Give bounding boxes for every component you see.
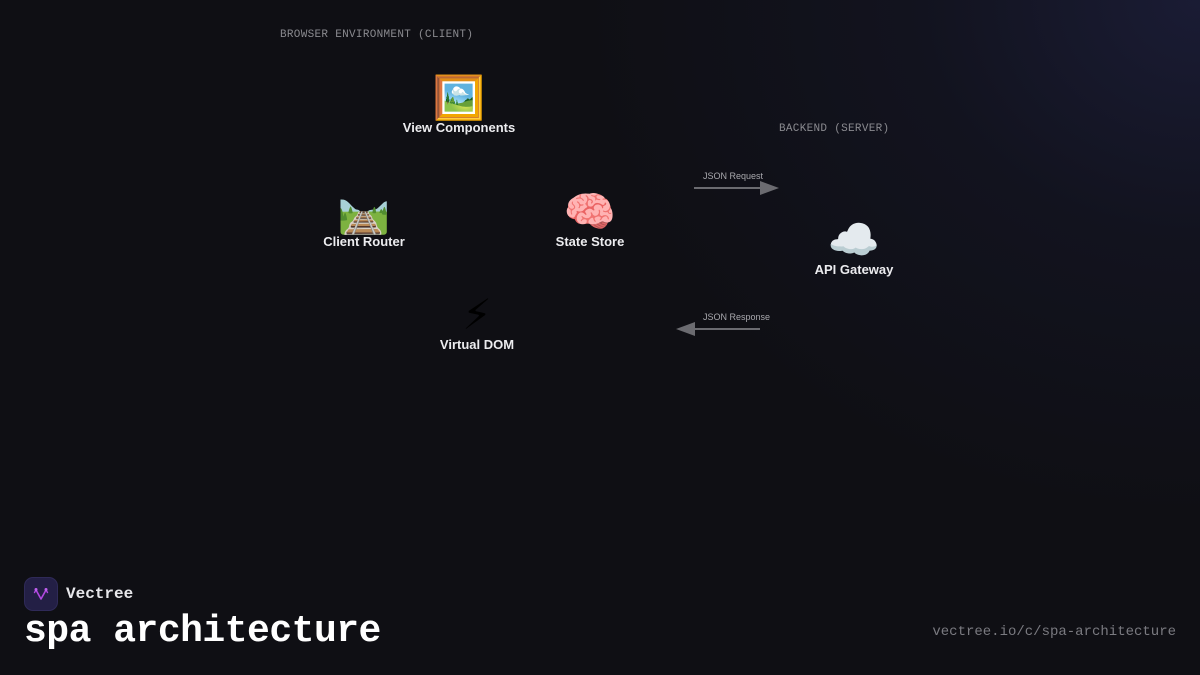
node-view-components[interactable]: 🖼️ View Components xyxy=(402,73,516,136)
cloud-icon: ☁️ xyxy=(827,215,881,264)
brand[interactable]: Vectree xyxy=(24,577,133,611)
framed-picture-icon: 🖼️ xyxy=(432,73,486,122)
edge-label-json-request: JSON Request xyxy=(703,171,764,181)
vectree-logo-icon xyxy=(24,577,58,611)
railway-track-icon: 🛤️ xyxy=(337,187,391,236)
arrow-right-icon xyxy=(694,181,779,195)
node-state-store[interactable]: 🧠 State Store xyxy=(555,187,625,250)
page-title: spa architecture xyxy=(24,610,381,653)
node-label: View Components xyxy=(402,120,516,135)
node-label: Virtual DOM xyxy=(439,337,515,352)
lightning-icon: ⚡ xyxy=(462,290,492,339)
node-client-router[interactable]: 🛤️ Client Router xyxy=(323,187,405,250)
region-label-client: BROWSER ENVIRONMENT (CLIENT) xyxy=(280,29,474,41)
brand-name: Vectree xyxy=(66,585,134,603)
node-label: State Store xyxy=(555,234,625,249)
node-label: Client Router xyxy=(323,234,405,249)
arrow-left-icon xyxy=(676,322,760,336)
node-virtual-dom[interactable]: ⚡ Virtual DOM xyxy=(439,290,515,353)
page-url-link[interactable]: vectree.io/c/spa-architecture xyxy=(932,624,1176,640)
node-label: API Gateway xyxy=(814,262,894,277)
brain-icon: 🧠 xyxy=(563,187,617,236)
node-api-gateway[interactable]: ☁️ API Gateway xyxy=(814,215,894,278)
region-label-server: BACKEND (SERVER) xyxy=(779,123,890,135)
edge-label-json-response: JSON Response xyxy=(703,312,771,322)
